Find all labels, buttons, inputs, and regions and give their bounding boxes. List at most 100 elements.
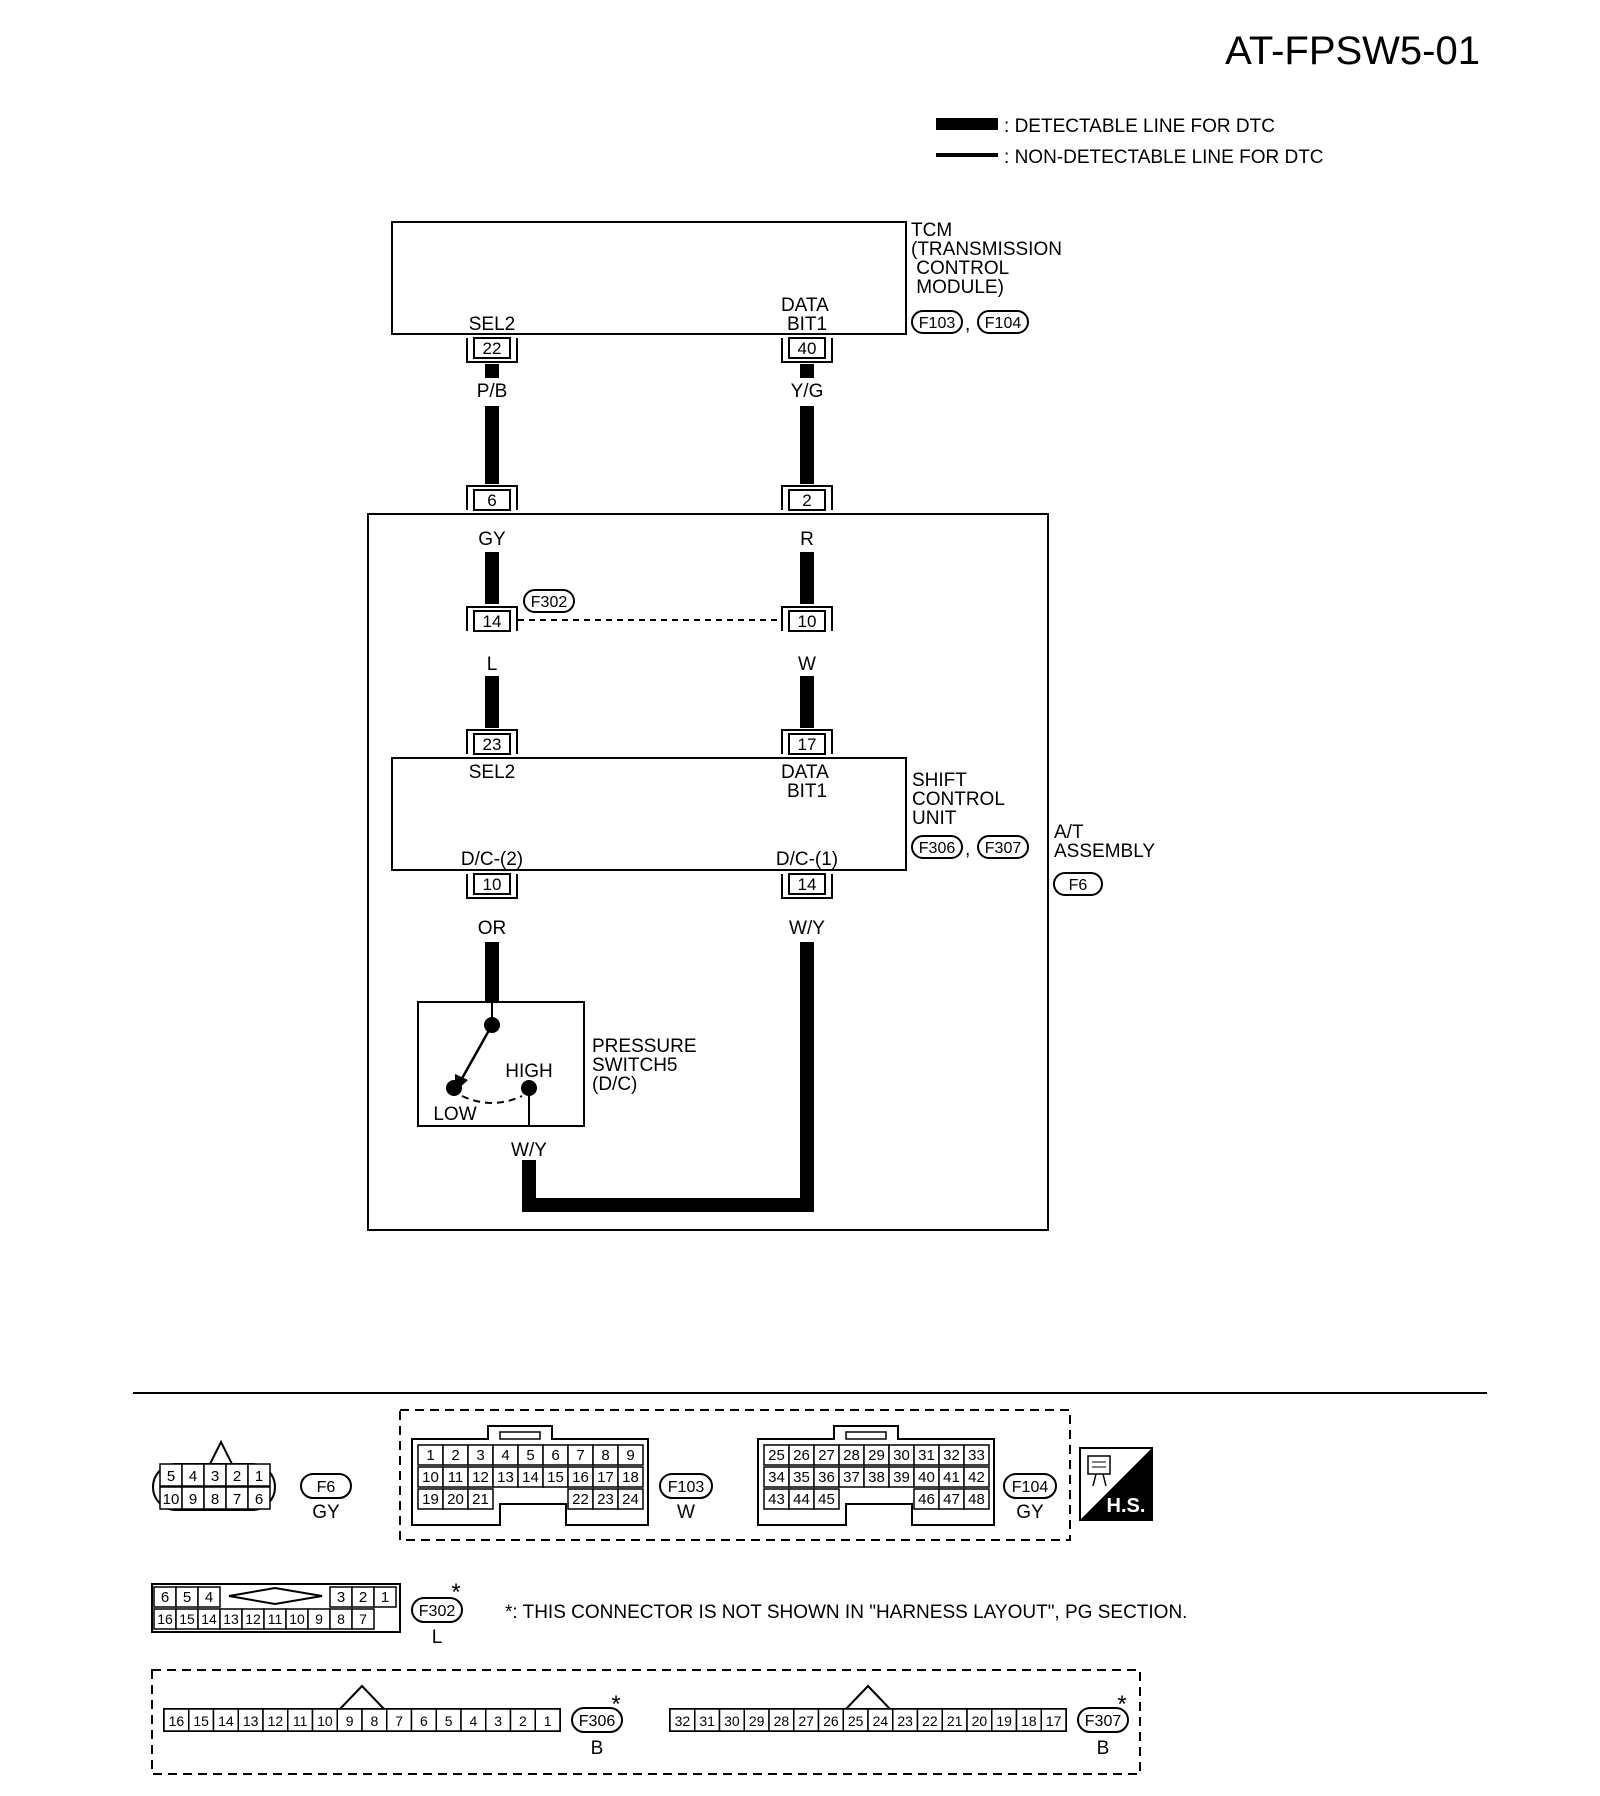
separator-comma: , — [965, 314, 970, 335]
connector-pin-number: 9 — [189, 1491, 197, 1508]
connector-plug-icon — [1087, 1455, 1111, 1487]
f306-connector-color: B — [591, 1738, 604, 1759]
pin-number: 6 — [487, 491, 496, 510]
at-pin-6: 6 — [466, 485, 518, 511]
connector-pin-number: 22 — [922, 1713, 938, 1729]
pin-number: 22 — [483, 339, 502, 358]
connector-pin-number: 10 — [289, 1611, 305, 1627]
wire-pb — [485, 364, 499, 378]
asterisk-mark: * — [451, 1579, 460, 1606]
at-assembly: A/T ASSEMBLY F6 — [367, 513, 1155, 1231]
connector-pin-number: 34 — [768, 1469, 785, 1486]
connector-pin-number: 25 — [848, 1713, 864, 1729]
legend-thick-line — [936, 118, 998, 130]
connector-pin-number: 16 — [169, 1713, 185, 1729]
connector-pin-number: 12 — [472, 1469, 489, 1486]
connector-pin-number: 3 — [211, 1468, 219, 1485]
connector-code-badge — [571, 1707, 623, 1733]
connector-pin-number: 29 — [868, 1447, 885, 1464]
connector-code-badge — [411, 1597, 463, 1623]
connector-pin-number: 23 — [597, 1491, 614, 1508]
connector-pin-number: 28 — [774, 1713, 790, 1729]
connector-pin-number: 9 — [626, 1447, 634, 1464]
at-pin-2: 2 — [781, 485, 833, 511]
connector-pin-number: 7 — [233, 1491, 241, 1508]
switch-high-contact — [521, 1080, 537, 1096]
asterisk-mark: * — [1117, 1691, 1126, 1718]
tcm-connector-code: F103 — [919, 315, 956, 332]
connector-pin-cell — [467, 1488, 494, 1510]
f302-key — [228, 1586, 323, 1606]
shift-control-unit: SEL2 DATA BIT1 D/C-(2) D/C-(1) SHIFT CON… — [391, 757, 1029, 871]
connector-pin-number: 17 — [1046, 1713, 1062, 1729]
junction-f302: F302 — [518, 589, 782, 621]
connector-pin-number: 6 — [255, 1491, 263, 1508]
connector-pin-number: 30 — [724, 1713, 740, 1729]
connector-code-badge — [1077, 1707, 1129, 1733]
connector-code-badge — [659, 1473, 713, 1499]
tcm-label: TCM (TRANSMISSION CONTROL MODULE) — [911, 220, 1067, 298]
connector-pin-number: 2 — [233, 1468, 241, 1485]
wire-l — [485, 676, 499, 728]
tcm-connector-code: F104 — [985, 315, 1022, 332]
connector-pin-number: 13 — [243, 1713, 259, 1729]
connector-code-badge — [911, 835, 963, 859]
connector-pin-number: 10 — [317, 1713, 333, 1729]
connector-pin-number: 28 — [843, 1447, 860, 1464]
connector-pin-number: 16 — [157, 1611, 173, 1627]
harness-side-badge: H.S. — [1079, 1447, 1153, 1521]
wire-color-label: W/Y — [789, 918, 825, 939]
connector-pin-cell — [617, 1444, 644, 1466]
connector-pin-number: 30 — [893, 1447, 910, 1464]
connector-pin-number: 3 — [494, 1713, 502, 1729]
f306-connector-code: F306 — [579, 1713, 616, 1730]
connector-code-badge — [977, 310, 1029, 334]
connector-pin-number: 32 — [675, 1713, 691, 1729]
at-assembly-connector-code: F6 — [1069, 877, 1088, 894]
connector-pin-cell — [247, 1486, 271, 1510]
connector-pin-number: 27 — [798, 1713, 814, 1729]
at-assembly-label: A/T ASSEMBLY — [1054, 822, 1155, 862]
connector-pin-number: 9 — [315, 1611, 323, 1627]
f302-housing — [151, 1583, 401, 1633]
connector-code-badge — [300, 1473, 352, 1499]
connector-pin-number: 40 — [918, 1469, 935, 1486]
connector-pin-number: 13 — [497, 1469, 514, 1486]
connector-pin-cell — [963, 1466, 990, 1488]
connector-pin-number: 14 — [201, 1611, 217, 1627]
wire-color-label: W — [798, 654, 816, 675]
pin-number: 10 — [798, 612, 817, 631]
wire-yg — [800, 364, 814, 378]
wire-wy — [522, 1160, 536, 1212]
connector-pin-cell — [351, 1608, 375, 1630]
connector-pin-number: 16 — [572, 1469, 589, 1486]
wire-wy — [800, 942, 814, 1212]
pin-number: 14 — [483, 612, 502, 631]
connector-group-dashed-frame — [399, 1409, 1071, 1541]
connector-pin-number: 39 — [893, 1469, 910, 1486]
connector-pin-number: 47 — [943, 1491, 960, 1508]
connector-pin-number: 32 — [943, 1447, 960, 1464]
connector-pin-number: 44 — [793, 1491, 810, 1508]
connector-pin-number: 17 — [597, 1469, 614, 1486]
wire-gy — [485, 552, 499, 604]
connector-pin-cell — [534, 1708, 561, 1732]
scu-label: SHIFT CONTROL UNIT — [912, 770, 1009, 829]
connector-pin-number: 9 — [346, 1713, 354, 1729]
connector-pin-number: 46 — [918, 1491, 935, 1508]
pin-number: 14 — [798, 875, 817, 894]
f306-key — [337, 1684, 387, 1710]
connector-pin-number: 11 — [268, 1611, 283, 1627]
wire-w — [800, 676, 814, 728]
connector-pin-cell — [963, 1444, 990, 1466]
connector-pin-number: 1 — [255, 1468, 263, 1485]
connector-pin-number: 8 — [337, 1611, 345, 1627]
connector-pin-cell — [247, 1463, 271, 1487]
connector-pin-number: 22 — [572, 1491, 589, 1508]
wire-color-label: P/B — [477, 381, 508, 402]
connector-pin-cell — [1040, 1708, 1067, 1732]
connector-pin-cell — [197, 1586, 221, 1608]
connector-pin-number: 6 — [420, 1713, 428, 1729]
